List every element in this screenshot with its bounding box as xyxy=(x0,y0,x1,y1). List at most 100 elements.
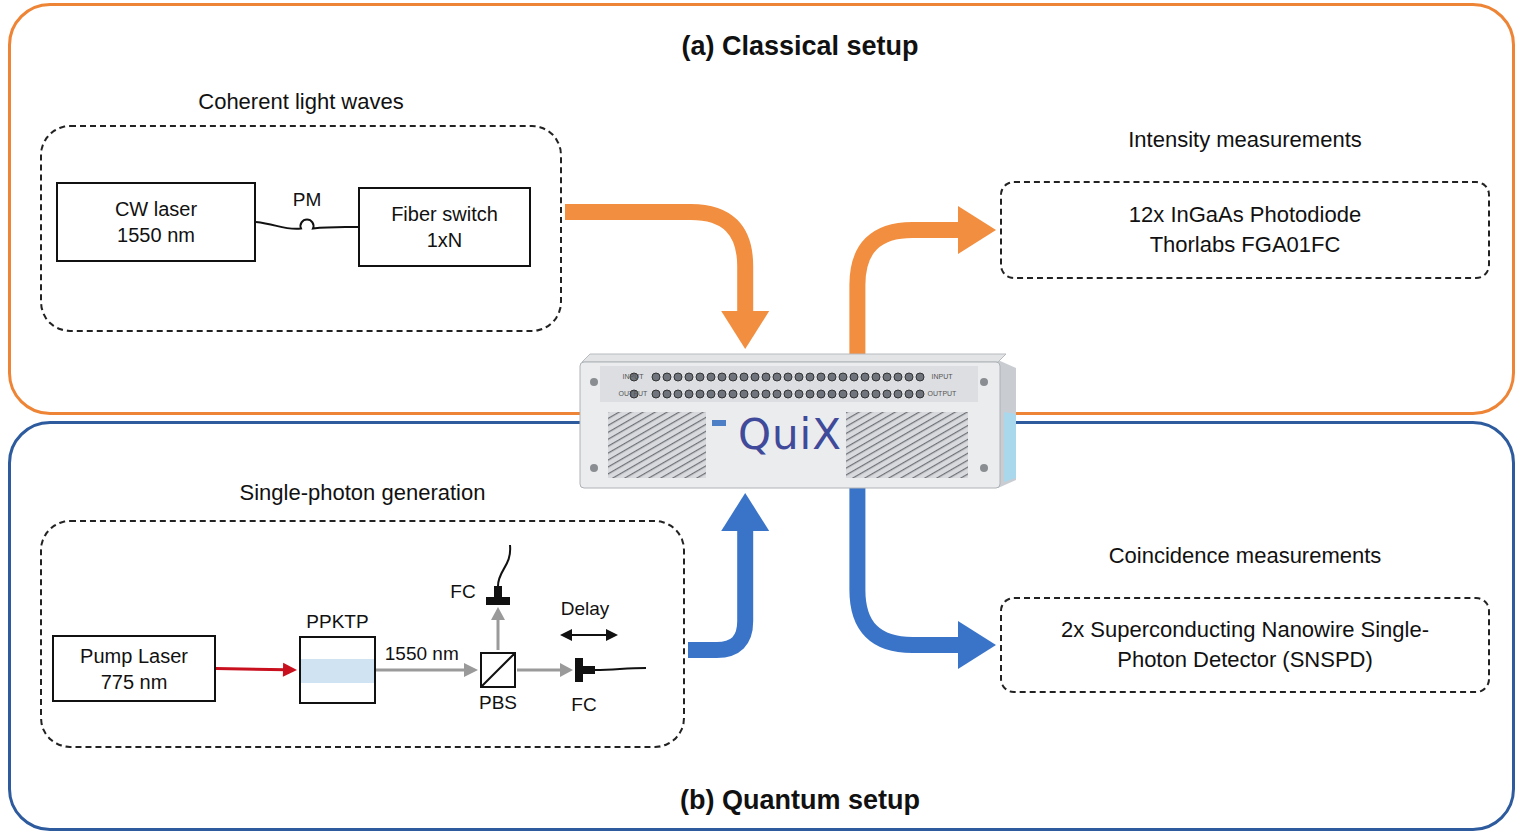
fiber-port xyxy=(883,373,891,381)
device-logo: QuiX xyxy=(738,414,842,456)
fiber-port xyxy=(740,373,748,381)
fiber-port xyxy=(784,373,792,381)
fiber-port xyxy=(905,390,913,398)
fiber-port xyxy=(850,373,858,381)
fiber-port xyxy=(839,390,847,398)
connector-line xyxy=(857,230,967,364)
fiber-port xyxy=(773,373,781,381)
port-row-label: INPUT xyxy=(932,373,953,381)
fiber-port xyxy=(784,390,792,398)
fiber-port xyxy=(817,373,825,381)
fiber-port xyxy=(828,373,836,381)
fiber-port xyxy=(685,373,693,381)
group-heading: Intensity measurements xyxy=(1002,127,1488,153)
fiber-link xyxy=(256,220,358,229)
edge-label: PM xyxy=(291,190,324,211)
fiber-port xyxy=(696,390,704,398)
fiber xyxy=(595,668,646,670)
detector-group: Intensity measurements12x InGaAs Photodi… xyxy=(1000,181,1490,279)
coupler-stem xyxy=(583,666,595,674)
fiber-port xyxy=(718,390,726,398)
fiber-port xyxy=(894,373,902,381)
laser-box: Pump Laser 775 nm xyxy=(52,635,216,702)
fiber xyxy=(498,545,510,586)
arrow-head xyxy=(560,663,573,677)
flow-arrow xyxy=(688,493,769,650)
status-led xyxy=(712,420,726,426)
crystal-body xyxy=(301,659,374,683)
screw xyxy=(590,378,598,386)
fiber-port xyxy=(916,373,924,381)
flow-arrow xyxy=(857,478,996,669)
fiber-port xyxy=(894,390,902,398)
delay-label: Delay xyxy=(561,599,610,620)
coupler-label: FC xyxy=(571,695,596,716)
splitter-label: PBS xyxy=(479,692,517,714)
port-row-label: INPUT xyxy=(623,373,644,381)
splitter-diagonal xyxy=(482,654,514,686)
port-row-label: OUTPUT xyxy=(619,390,648,398)
fiber-port xyxy=(751,373,759,381)
laser-box: CW laser 1550 nm xyxy=(56,182,256,262)
fiber-port xyxy=(729,373,737,381)
setup-region: (a) Classical setupCoherent light wavesC… xyxy=(8,3,1515,415)
connector-line xyxy=(376,669,468,672)
crystal-label: PPKTP xyxy=(306,611,368,633)
device-side xyxy=(998,360,1016,488)
arrow-head xyxy=(721,493,769,531)
beam-line xyxy=(517,669,564,672)
fiber-port xyxy=(795,373,803,381)
beam-arrow xyxy=(216,663,297,677)
group-heading: Coherent light waves xyxy=(42,89,560,115)
fiber-port xyxy=(850,390,858,398)
arrow-head xyxy=(491,607,505,620)
beam-arrow-right xyxy=(517,663,573,677)
box-label: Fiber switch 1xN xyxy=(382,201,507,253)
connector-ports xyxy=(630,373,924,398)
fiber-coupler-top xyxy=(486,545,510,605)
beam-arrow xyxy=(376,663,478,677)
arrow-head xyxy=(958,206,996,254)
flow-arrow xyxy=(565,212,769,349)
vent-grille xyxy=(608,412,706,478)
fiber-port xyxy=(674,373,682,381)
fiber-port xyxy=(883,390,891,398)
fiber-coupler-right xyxy=(575,658,646,682)
group-body: 2x Superconducting Nanowire Single-Photo… xyxy=(1045,615,1445,674)
fiber-port xyxy=(674,390,682,398)
fiber-port xyxy=(652,390,660,398)
group-body: 12x InGaAs Photodiode Thorlabs FGA01FC xyxy=(1095,200,1395,259)
switch-box: Fiber switch 1xN xyxy=(358,187,531,267)
connector-line xyxy=(688,522,745,650)
fiber-port xyxy=(663,390,671,398)
fiber-port xyxy=(828,390,836,398)
fiber-port xyxy=(806,373,814,381)
device-top xyxy=(582,354,1006,362)
arrow-head xyxy=(560,629,572,641)
detector-group: Coincidence measurements2x Superconducti… xyxy=(1000,597,1490,693)
fiber-port xyxy=(872,390,880,398)
fiber-port xyxy=(762,390,770,398)
delay-line xyxy=(570,634,608,636)
region-title: (a) Classical setup xyxy=(681,31,918,62)
connector-strip xyxy=(600,366,978,402)
flow-arrow xyxy=(857,206,996,364)
fiber-port xyxy=(795,390,803,398)
fiber-port xyxy=(718,373,726,381)
region-title: (b) Quantum setup xyxy=(680,785,920,816)
arrow-head xyxy=(283,663,297,677)
fiber-port xyxy=(817,390,825,398)
arrow-head xyxy=(721,311,769,349)
fiber-port xyxy=(905,373,913,381)
fiber-port xyxy=(740,390,748,398)
arrow-head xyxy=(958,621,996,669)
vent-grille xyxy=(846,412,968,478)
fiber-port xyxy=(707,390,715,398)
coupler-plate xyxy=(486,597,510,605)
device-front xyxy=(580,362,1000,488)
arrow-head xyxy=(606,629,618,641)
fiber-port xyxy=(916,390,924,398)
fiber-port xyxy=(861,373,869,381)
device-light xyxy=(1004,412,1016,482)
fiber-port xyxy=(806,390,814,398)
